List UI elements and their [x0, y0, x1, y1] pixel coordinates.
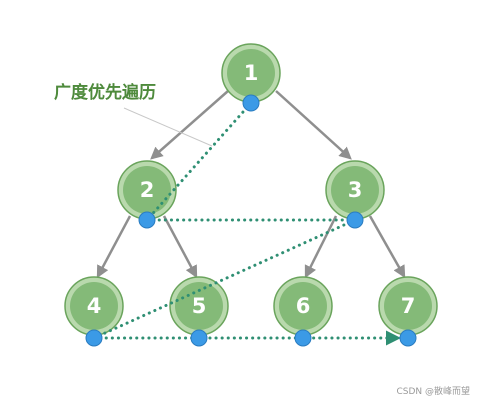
diagram-title: 广度优先遍历: [54, 82, 156, 103]
edge-2-4: [96, 215, 132, 279]
visit-marker-6: [294, 329, 312, 347]
node-label: 6: [296, 294, 311, 318]
tree-node-4: 4: [64, 276, 124, 336]
traversal-3-to-4: [92, 218, 357, 340]
node-label: 4: [87, 294, 102, 318]
visit-marker-2: [138, 211, 156, 229]
visit-marker-3: [346, 211, 364, 229]
tree-node-6: 6: [273, 276, 333, 336]
visit-markers: [85, 94, 417, 347]
tree-node-3: 3: [325, 160, 385, 220]
edge-1-3: [275, 90, 352, 160]
visit-marker-1: [242, 94, 260, 112]
traversal-1-to-2: [145, 101, 253, 222]
tree-node-7: 7: [378, 276, 438, 336]
node-label: 3: [348, 178, 363, 202]
edge-3-7: [368, 215, 406, 279]
tree-node-2: 2: [117, 160, 177, 220]
visit-marker-4: [85, 329, 103, 347]
title-pointer-line: [123, 107, 213, 147]
visit-marker-5: [190, 329, 208, 347]
tree-node-1: 1: [221, 43, 281, 103]
tree-node-5: 5: [169, 276, 229, 336]
visit-marker-7: [399, 329, 417, 347]
node-label: 7: [401, 294, 416, 318]
traversal-path: [92, 101, 401, 346]
edge-2-5: [162, 215, 198, 279]
edge-1-2: [150, 90, 229, 160]
node-label: 5: [192, 294, 207, 318]
tree-edges: [96, 90, 406, 279]
node-label: 1: [244, 61, 259, 85]
watermark: CSDN @散峰而望: [396, 385, 470, 397]
edge-3-6: [304, 215, 338, 279]
node-label: 2: [140, 178, 155, 202]
